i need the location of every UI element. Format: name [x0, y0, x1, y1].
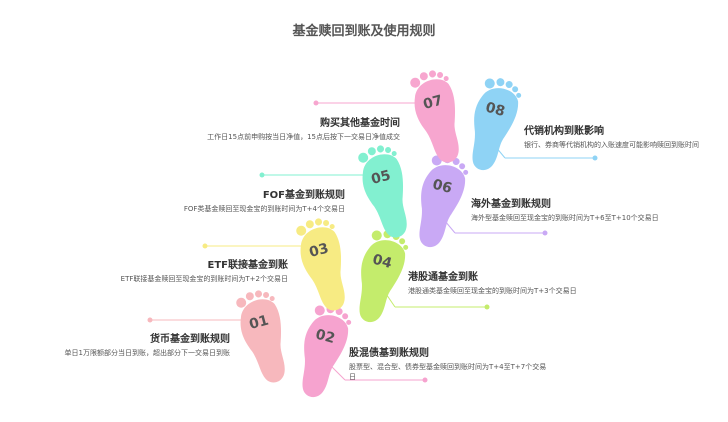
- dot-01: [147, 317, 153, 323]
- foot-toe: [305, 220, 314, 229]
- foot-sole: [419, 165, 466, 248]
- dot-04: [484, 304, 490, 310]
- page-title: 基金赎回到账及使用规则: [292, 24, 436, 39]
- dot-07: [313, 100, 319, 106]
- dot-08: [592, 155, 598, 161]
- foot-sole: [472, 88, 519, 171]
- foot-toe: [385, 147, 392, 154]
- foot-toe: [496, 78, 505, 87]
- footprint-07: 07: [410, 70, 459, 163]
- step-number: 01: [248, 313, 271, 333]
- step-number: 02: [314, 327, 337, 347]
- step-04-desc: 港股通类基金赎回至现金宝的到账时间为T+3个交易日: [408, 287, 577, 295]
- dot-03: [202, 243, 208, 249]
- step-05-desc: FOF类基金赎回至现金宝的到账时间为T+4个交易日: [183, 205, 345, 213]
- foot-toe: [391, 151, 397, 157]
- step-01-label: 货币基金到账规则 单日1万限额部分当日到账，超出部分下一交易日到账: [30, 330, 230, 358]
- step-02-heading: 股混债基到账规则: [349, 348, 429, 359]
- foot-toe: [463, 169, 469, 175]
- footprint-05: 05: [358, 145, 407, 238]
- connector-lines: [150, 102, 595, 381]
- foot-toe: [263, 292, 270, 299]
- footprint-04: 04: [359, 230, 409, 323]
- foot-toe: [335, 308, 343, 316]
- connector-dots: [147, 100, 598, 383]
- step-05-heading: FOF基金到账规则: [262, 190, 345, 201]
- foot-toe: [329, 224, 335, 230]
- foot-toe: [314, 305, 325, 316]
- dot-02: [422, 377, 428, 383]
- foot-toe: [358, 152, 369, 163]
- foot-toe: [236, 297, 247, 308]
- step-06-heading: 海外基金到账规则: [471, 199, 551, 210]
- footprint-03: 03: [296, 218, 345, 311]
- step-03-heading: ETF联接基金到账: [207, 260, 288, 271]
- step-05-label: FOF基金到账规则 FOF类基金赎回至现金宝的到账时间为T+4个交易日: [145, 186, 345, 214]
- step-03-label: ETF联接基金到账 ETF联接基金赎回至现金宝的到账时间为T+2个交易日: [88, 256, 288, 284]
- foot-toe: [269, 296, 275, 302]
- foot-toe: [255, 290, 263, 298]
- step-04-label: 港股通基金到账 港股通类基金赎回至现金宝的到账时间为T+3个交易日: [408, 268, 628, 296]
- foot-sole: [302, 315, 349, 398]
- foot-toe: [484, 78, 495, 89]
- footprint-08: 08: [472, 78, 522, 171]
- foot-sole: [300, 227, 345, 311]
- foot-toe: [315, 218, 323, 226]
- step-07-desc: 工作日15点前申购按当日净值，15点后按下一交易日净值成交: [207, 133, 400, 141]
- foot-toe: [443, 76, 449, 82]
- foot-sole: [359, 240, 406, 323]
- foot-toe: [399, 238, 406, 245]
- step-06-desc: 海外型基金赎回至现金宝的到账时间为T+6至T+10个交易日: [471, 214, 659, 222]
- foot-toe: [367, 147, 376, 156]
- foot-toe: [410, 77, 421, 88]
- step-number: 07: [422, 93, 445, 113]
- step-08-label: 代销机构到账影响 银行、券商等代销机构的入账速度可能影响赎回到账时间: [524, 122, 719, 150]
- foot-toe: [429, 70, 437, 78]
- step-06-label: 海外基金到账规则 海外型基金赎回至现金宝的到账时间为T+6至T+10个交易日: [471, 195, 671, 223]
- foot-toe: [512, 86, 519, 93]
- step-number: 06: [431, 177, 454, 197]
- foot-toe: [346, 319, 352, 325]
- foot-toe: [437, 72, 444, 79]
- foot-sole: [414, 79, 459, 163]
- foot-toe: [403, 244, 409, 250]
- foot-sole: [240, 299, 285, 383]
- foot-toe: [323, 220, 330, 227]
- footprint-02: 02: [302, 305, 352, 398]
- step-04-heading: 港股通基金到账: [408, 272, 478, 283]
- foot-toe: [342, 313, 349, 320]
- foot-toe: [371, 230, 382, 241]
- step-08-desc: 银行、券商等代销机构的入账速度可能影响赎回到账时间: [524, 141, 699, 149]
- step-number: 08: [484, 100, 507, 120]
- footprint-06: 06: [419, 155, 469, 248]
- step-08-heading: 代销机构到账影响: [524, 126, 604, 137]
- step-01-desc: 单日1万限额部分当日到账，超出部分下一交易日到账: [64, 349, 230, 357]
- foot-toe: [505, 81, 513, 89]
- foot-toe: [516, 92, 522, 98]
- dot-06: [542, 230, 548, 236]
- foot-toe: [377, 145, 385, 153]
- step-02-label: 股混债基到账规则 股票型、混合型、债券型基金赎回到账时间为T+4至T+7个交易日: [349, 344, 549, 382]
- foot-toe: [296, 225, 307, 236]
- step-01-heading: 货币基金到账规则: [150, 334, 230, 345]
- footprint-01: 01: [236, 290, 285, 383]
- foot-toe: [419, 72, 428, 81]
- foot-toe: [245, 292, 254, 301]
- step-07-label: 购买其他基金时间 工作日15点前申购按当日净值，15点后按下一交易日净值成交: [200, 114, 400, 142]
- step-07-heading: 购买其他基金时间: [320, 118, 400, 129]
- step-03-desc: ETF联接基金赎回至现金宝的到账时间为T+2个交易日: [120, 275, 288, 283]
- dot-05: [259, 172, 265, 178]
- step-number: 05: [370, 168, 393, 188]
- step-number: 03: [308, 241, 331, 261]
- step-number: 04: [371, 252, 394, 273]
- step-02-desc: 股票型、混合型、债券型基金赎回到账时间为T+4至T+7个交易日: [349, 363, 547, 381]
- foot-toe: [459, 163, 466, 170]
- foot-sole: [362, 154, 407, 238]
